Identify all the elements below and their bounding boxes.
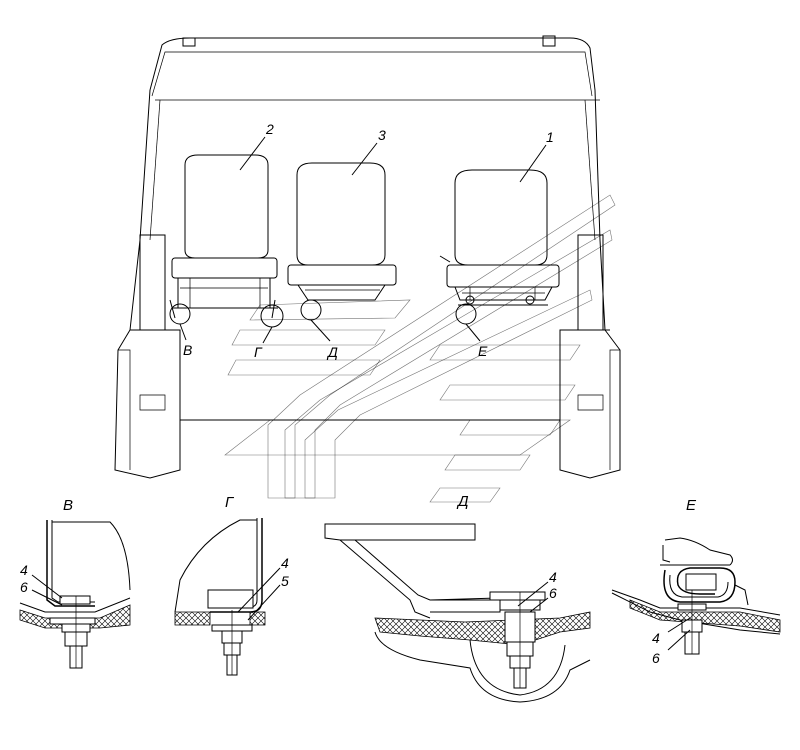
seat-3 <box>287 162 397 301</box>
seat-2 <box>169 154 278 319</box>
detail-e-callout-4: 4 <box>652 630 660 646</box>
callout-seat-1: 1 <box>546 129 554 145</box>
view-marker-g: Г <box>254 344 263 360</box>
detail-title-g: Г <box>225 494 235 511</box>
detail-v-callout-6: 6 <box>20 579 28 595</box>
callout-seat-2: 2 <box>265 121 274 137</box>
view-circle-e <box>455 303 477 325</box>
detail-title-e: Е <box>686 497 697 514</box>
seat-leaders <box>239 136 547 183</box>
detail-d-callout-6: 6 <box>549 585 557 601</box>
view-leaders <box>179 319 481 344</box>
view-marker-v: В <box>183 342 192 358</box>
view-marker-e: Е <box>478 343 488 359</box>
cab-outline <box>114 35 621 479</box>
seat-1 <box>439 169 560 306</box>
detail-d-callout-4: 4 <box>549 569 557 585</box>
view-circle-v <box>169 303 191 325</box>
view-marker-d: Д <box>326 344 338 360</box>
detail-e: Е 4 6 <box>611 497 781 666</box>
watermark-logo <box>224 194 616 503</box>
detail-g: Г 4 5 <box>174 494 289 676</box>
detail-g-callout-4: 4 <box>281 555 289 571</box>
detail-title-d: Д <box>456 493 469 510</box>
detail-v: В 4 6 <box>19 497 131 669</box>
detail-v-callout-4: 4 <box>20 562 28 578</box>
callout-seat-3: 3 <box>378 127 386 143</box>
detail-g-callout-5: 5 <box>281 573 289 589</box>
detail-title-v: В <box>63 497 73 514</box>
detail-e-callout-6: 6 <box>652 650 660 666</box>
detail-d: Д 4 6 <box>324 493 591 703</box>
